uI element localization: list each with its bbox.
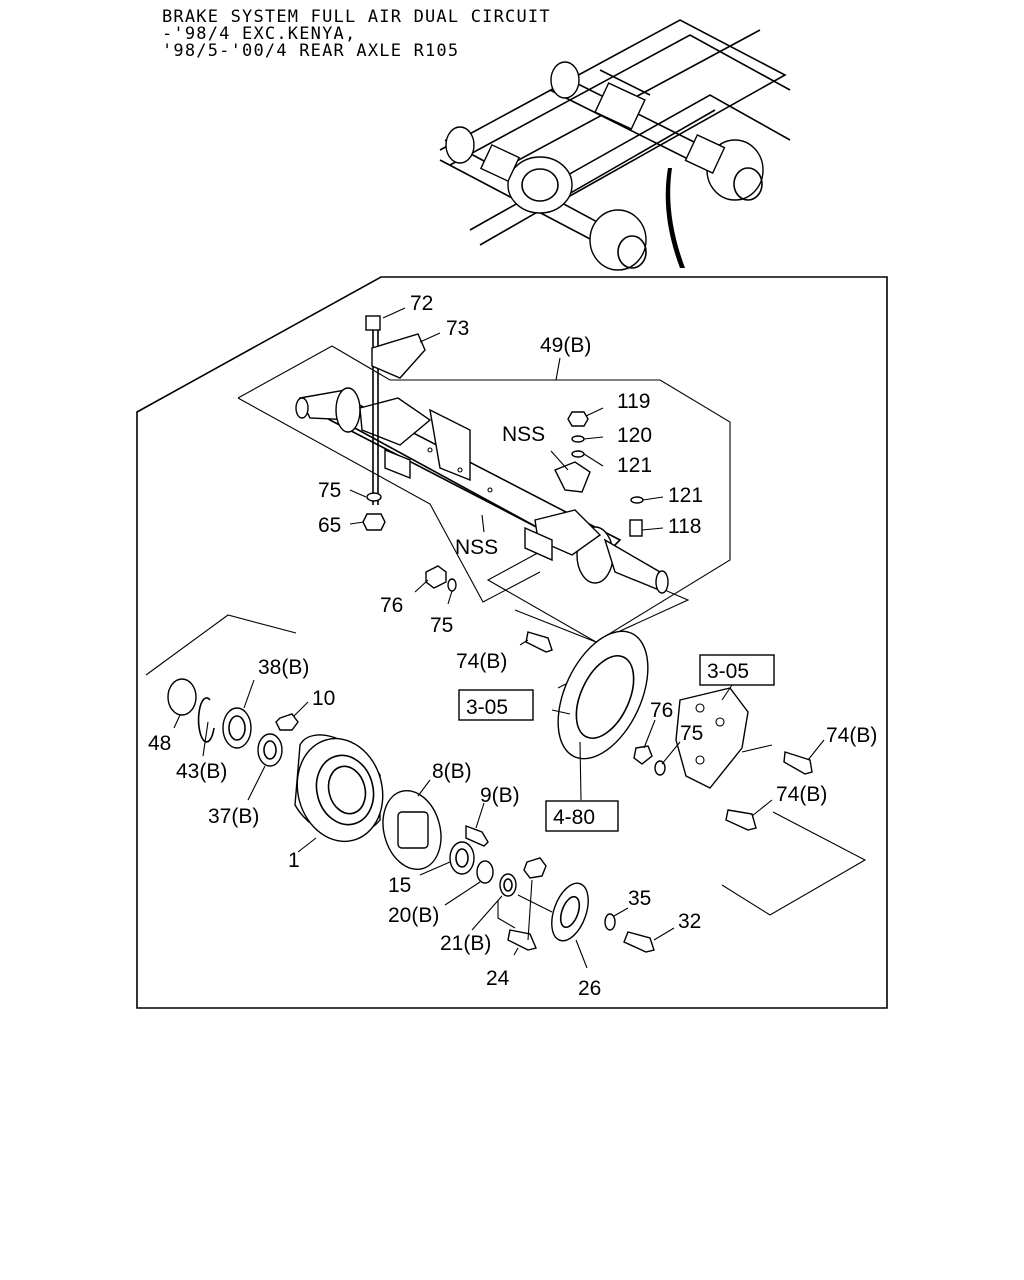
callout-75-upper: 75: [318, 479, 341, 502]
ref-box-4-80[interactable]: [545, 800, 619, 832]
callout-72: 72: [410, 292, 433, 315]
callout-75-right: 75: [680, 722, 703, 745]
callout-121-upper: 121: [617, 454, 652, 477]
ref-label-3-05-left: 3-05: [466, 696, 508, 719]
callout-26: 26: [578, 977, 601, 1000]
callout-labels: 72 73 49(B) 119 120 121 121 118 NSS NSS …: [148, 292, 877, 1000]
callout-76-right: 76: [650, 699, 673, 722]
callout-24: 24: [486, 967, 510, 990]
diagram-title-line-1: BRAKE SYSTEM FULL AIR DUAL CIRCUIT: [162, 7, 551, 27]
callout-9b: 9(B): [480, 784, 520, 807]
callout-74b-lower-right: 74(B): [776, 783, 827, 806]
callout-73: 73: [446, 317, 469, 340]
callout-20b: 20(B): [388, 904, 439, 927]
callout-8b: 8(B): [432, 760, 472, 783]
ref-label-4-80: 4-80: [553, 806, 595, 829]
callout-120: 120: [617, 424, 652, 447]
callout-35: 35: [628, 887, 651, 910]
callout-48: 48: [148, 732, 171, 755]
callout-15: 15: [388, 874, 411, 897]
drum-hub-illustration: [145, 614, 655, 953]
callout-75-middle: 75: [430, 614, 453, 637]
diagram-title-line-2: -'98/4 EXC.KENYA,: [162, 24, 357, 44]
callout-118: 118: [668, 515, 701, 538]
chassis-overview-illustration: [439, 19, 791, 271]
callout-65: 65: [318, 514, 341, 537]
callout-43b: 43(B): [176, 760, 227, 783]
callout-1: 1: [288, 849, 300, 872]
ref-box-3-05-left[interactable]: [458, 689, 534, 721]
callout-32: 32: [678, 910, 701, 933]
callout-119: 119: [617, 390, 650, 413]
detail-frame-border: [136, 276, 888, 1009]
callout-37b: 37(B): [208, 805, 259, 828]
callout-74b-upper-right: 74(B): [826, 724, 877, 747]
axle-housing-illustration: [237, 315, 731, 653]
backing-plate-illustration: [557, 630, 867, 916]
callout-nss-upper: NSS: [502, 423, 545, 446]
callout-leader-lines: [173, 307, 825, 969]
ref-box-3-05-right[interactable]: [699, 654, 775, 686]
callout-nss-lower: NSS: [455, 536, 498, 559]
callout-76-left: 76: [380, 594, 403, 617]
callout-121-lower: 121: [668, 484, 703, 507]
callout-74b-axle: 74(B): [456, 650, 507, 673]
diagram-title-line-3: '98/5-'00/4 REAR AXLE R105: [162, 41, 460, 61]
callout-10: 10: [312, 687, 335, 710]
callout-49b: 49(B): [540, 334, 591, 357]
callout-21b: 21(B): [440, 932, 491, 955]
ref-label-3-05-right: 3-05: [707, 660, 749, 683]
callout-38b: 38(B): [258, 656, 309, 679]
